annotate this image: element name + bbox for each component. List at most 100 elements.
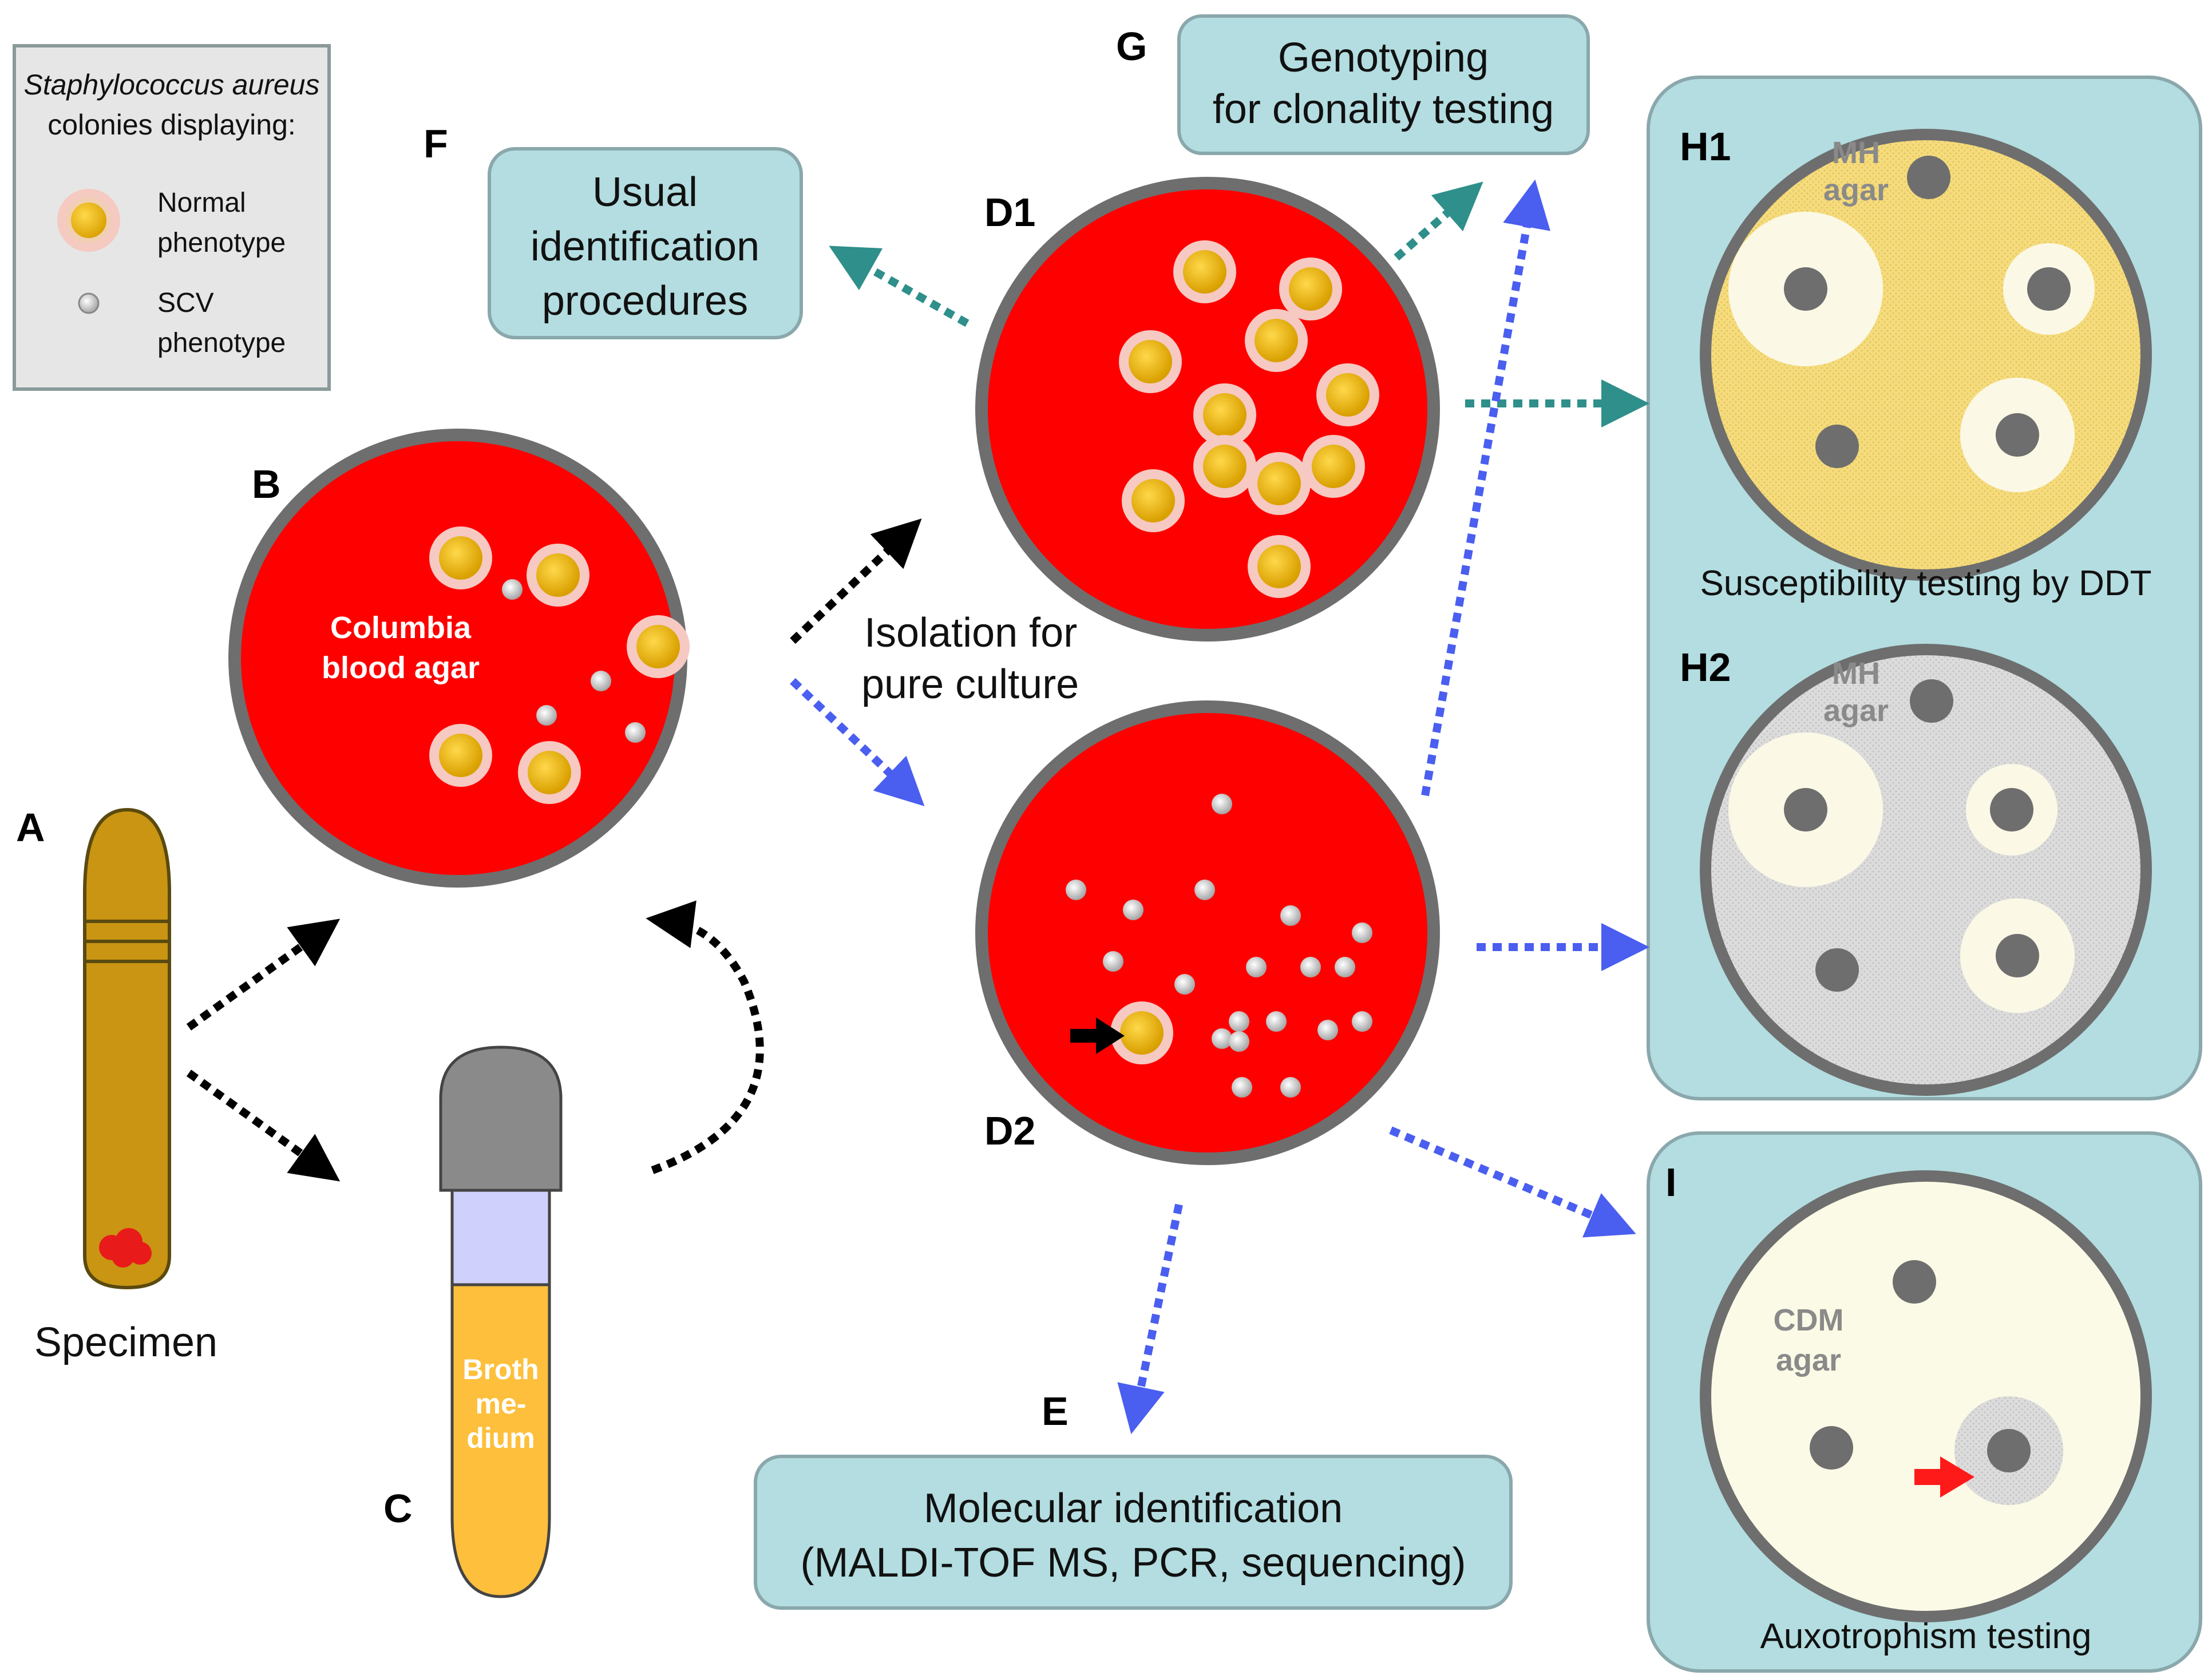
normal-colony <box>1245 309 1308 372</box>
arrow-specimen-to-b <box>186 918 341 1031</box>
d2-normal-revertant-arrow <box>1070 1017 1125 1054</box>
normal-colony <box>1248 452 1311 515</box>
legend-normal-line1: Normal <box>157 188 246 218</box>
normal-colony <box>627 615 690 678</box>
plate-h2-disks <box>1728 679 2075 1013</box>
normal-colony <box>518 741 581 804</box>
normal-colony <box>429 724 492 787</box>
broth-line3: dium <box>466 1422 535 1454</box>
scv-colony <box>1066 880 1086 900</box>
normal-colony <box>1316 363 1379 426</box>
scv-colony <box>1317 1020 1338 1040</box>
scv-colony <box>1194 880 1215 900</box>
legend-scv-line1: SCV <box>157 288 214 318</box>
normal-colony <box>1119 330 1182 393</box>
box-e-line2: (MALDI-TOF MS, PCR, sequencing) <box>801 1540 1466 1586</box>
label-i: I <box>1665 1160 1676 1205</box>
box-molecular-identification: Molecular identification (MALDI-TOF MS, … <box>754 1455 1513 1610</box>
plate-b-line1: Columbia <box>330 611 472 645</box>
antibiotic-disk <box>2003 243 2095 335</box>
scv-colony <box>1246 957 1267 977</box>
isolation-line1: Isolation for <box>864 610 1077 656</box>
scv-colony <box>625 722 646 743</box>
label-e: E <box>1042 1389 1069 1434</box>
scv-colony <box>1300 957 1321 977</box>
legend-species: Staphylococcus aureus <box>24 69 320 101</box>
normal-colony <box>1122 469 1185 532</box>
label-g: G <box>1116 24 1147 69</box>
arrow-d2-to-i <box>1389 1126 1636 1238</box>
i-caption: Auxotrophism testing <box>1760 1617 2092 1656</box>
normal-colony <box>1279 258 1342 320</box>
arrow-d1-to-g <box>1394 181 1483 261</box>
broth-tube: Broth me- dium <box>439 1046 563 1598</box>
scv-colony <box>1335 957 1355 977</box>
antibiotic-disk <box>1960 378 2075 492</box>
normal-colony <box>527 544 589 607</box>
label-c: C <box>383 1486 413 1531</box>
normal-colony <box>1110 1001 1173 1064</box>
label-h1: H1 <box>1680 124 1731 169</box>
i-agar-line1: CDM <box>1774 1303 1844 1337</box>
antibiotic-disk <box>1815 948 1859 992</box>
box-usual-identification: Usual identification procedures <box>488 147 803 339</box>
panel-susceptibility: H1 H2 MH agar Susceptibility testing by … <box>1647 76 2202 1100</box>
arrow-d2-to-e <box>1117 1203 1183 1435</box>
plate-b-line2: blood agar <box>322 651 480 685</box>
label-h2: H2 <box>1680 645 1731 690</box>
antibiotic-disk <box>1810 1426 1853 1470</box>
plate-d1 <box>975 177 1440 641</box>
plate-b-colonies <box>429 526 690 804</box>
antibiotic-disk <box>1728 212 1883 366</box>
legend-scv-line2: phenotype <box>157 328 286 358</box>
scv-colony <box>1232 1077 1252 1098</box>
label-d2: D2 <box>984 1108 1035 1153</box>
legend-subtitle: colonies displaying: <box>48 109 296 141</box>
h2-agar-line1: MH <box>1832 656 1880 691</box>
specimen-tube <box>83 807 171 1290</box>
plate-h1-disks <box>1728 156 2095 492</box>
i-agar-line2: agar <box>1776 1343 1841 1377</box>
scv-colony <box>1266 1011 1287 1032</box>
box-f-line1: Usual <box>592 169 698 215</box>
antibiotic-disk <box>1910 679 1953 723</box>
plate-d1-colonies <box>1119 240 1379 598</box>
antibiotic-disk <box>1987 1429 2031 1472</box>
scv-colony <box>502 579 523 600</box>
plate-d2-colonies <box>1066 794 1372 1098</box>
plate-h1-mh-agar: MH agar <box>1700 129 2152 581</box>
plate-i-disks <box>1810 1260 2031 1472</box>
legend: Staphylococcus aureus colonies displayin… <box>13 44 331 391</box>
scv-colony <box>536 705 557 726</box>
antibiotic-disk <box>1728 732 1883 887</box>
legend-scv-colony-icon <box>78 292 100 314</box>
scv-colony <box>1352 922 1372 943</box>
scv-colony <box>591 671 611 691</box>
h1-agar-line1: MH <box>1832 136 1880 170</box>
h1-agar-line2: agar <box>1823 173 1889 207</box>
normal-colony <box>1173 240 1236 303</box>
isolation-line2: pure culture <box>861 662 1079 707</box>
legend-normal-line2: phenotype <box>157 228 286 258</box>
box-genotyping: Genotyping for clonality testing <box>1177 14 1590 155</box>
scv-colony <box>1352 1011 1372 1032</box>
arrow-d1-to-f <box>829 245 970 327</box>
scv-colony <box>1103 951 1123 972</box>
legend-normal-colony-icon <box>66 198 111 243</box>
scv-colony <box>1229 1031 1249 1052</box>
box-f-line3: procedures <box>542 278 748 324</box>
antibiotic-disk <box>1966 764 2057 856</box>
scv-colony <box>1229 1011 1249 1032</box>
antibiotic-disk <box>1907 156 1950 199</box>
label-f: F <box>424 121 448 166</box>
label-d1: D1 <box>984 190 1035 235</box>
i-red-arrow <box>1914 1456 1974 1498</box>
box-g-line1: Genotyping <box>1278 35 1489 81</box>
arrow-d2-to-g <box>1421 179 1550 797</box>
box-e-line1: Molecular identification <box>924 1486 1343 1531</box>
normal-colony <box>1248 535 1311 598</box>
arrow-b-to-d2 <box>790 678 925 806</box>
arrows <box>186 179 1649 1435</box>
arrow-c-to-b <box>646 900 764 1174</box>
